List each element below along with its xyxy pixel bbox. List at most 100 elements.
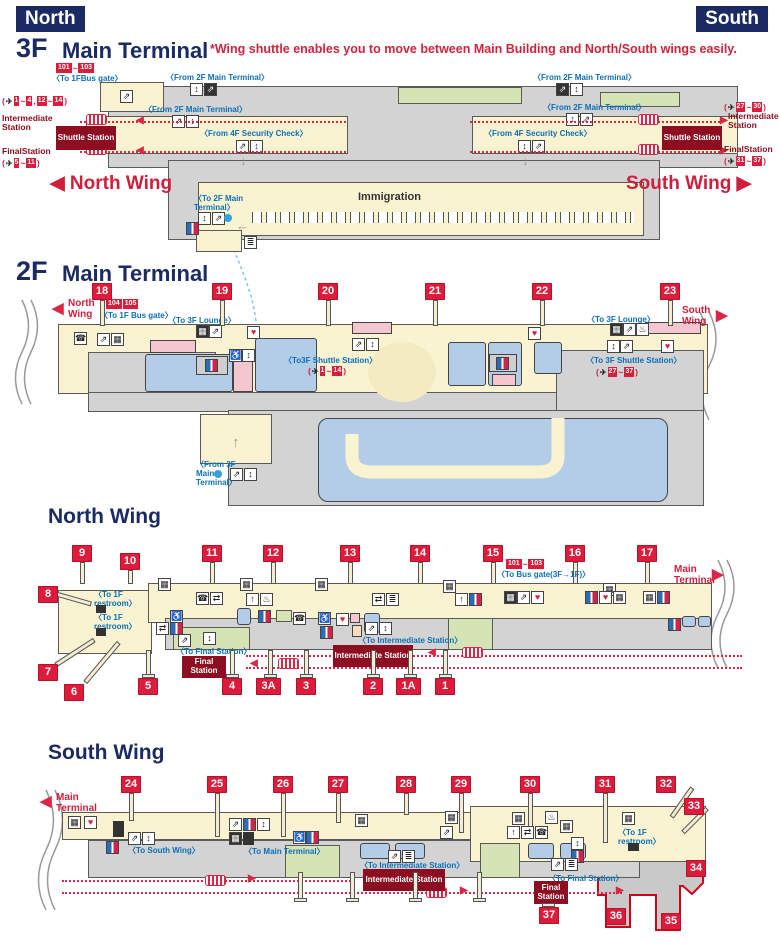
jet-bridge <box>477 872 482 900</box>
tilde: ~ <box>47 96 53 106</box>
gate-badge: 37 <box>752 156 763 166</box>
intermediate-station-label: Intermediate Station <box>728 111 779 131</box>
paren: ( <box>596 367 599 377</box>
left-arrow-icon: ◀ <box>52 300 64 317</box>
south-wing-section-title: South Wing <box>48 741 165 764</box>
tilde: ~ <box>618 367 624 377</box>
gate-badge: 11 <box>26 158 36 168</box>
shuttle-train-icon <box>638 144 659 155</box>
jet-bridge <box>215 793 220 837</box>
atm-icon: ♥ <box>247 326 260 339</box>
gate-badge-13: 13 <box>340 545 360 562</box>
floor-3f-title: Main Terminal <box>62 38 209 63</box>
escalator-icon: ⇗ <box>365 622 378 635</box>
gate-badge-12: 12 <box>263 545 283 562</box>
north-wing-section-title: North Wing <box>48 505 161 528</box>
jet-bridge <box>408 650 413 676</box>
escalator-icon: ⇗ <box>388 850 401 863</box>
flight-info-icon: ▦ <box>68 816 81 829</box>
tilde: ~ <box>72 63 78 73</box>
from-4f-security-label: 〈From 4F Security Check〉 <box>484 129 592 138</box>
intermediate-station-label: Intermediate Station <box>2 113 53 133</box>
right-arrow-icon: ▶ <box>460 885 468 896</box>
gate-badge-33: 33 <box>684 798 704 815</box>
bus-gate-badge: 105 <box>122 299 139 309</box>
jet-bridge <box>350 872 355 900</box>
left-arrow-icon: ◀ <box>250 658 258 669</box>
shuttle-train-icon <box>205 875 226 886</box>
elevator-icon: ↕ <box>607 340 620 353</box>
gate-badge-24: 24 <box>121 776 141 793</box>
gate-range-5-11: (✈5~11) <box>2 158 40 168</box>
left-arrow-icon: ◀ <box>50 173 65 194</box>
right-arrow-icon: ▶ <box>712 566 724 583</box>
phone-icon: ☎ <box>196 592 209 605</box>
shuttle-track <box>80 121 346 123</box>
shuttle-track <box>62 892 622 894</box>
flight-info-icon: ▦ <box>229 832 242 845</box>
shop-block <box>237 608 251 625</box>
north-wing-small-label: North Wing <box>68 298 95 320</box>
gate-door-icon <box>243 832 254 845</box>
to-3f-shuttle-label: 〈To3F Shuttle Station〉 <box>284 356 378 365</box>
escalator-icon: ⇗ <box>440 826 453 839</box>
elevator-icon: ↕ <box>203 632 216 645</box>
jet-bridge-foot <box>409 898 422 902</box>
flight-info-icon: ▦ <box>315 578 328 591</box>
shuttle-track <box>246 655 742 657</box>
map-break-wave <box>719 559 735 669</box>
escalator-icon: ⇗ <box>120 90 133 103</box>
atm-icon: ♥ <box>531 591 544 604</box>
gate-badge: 14 <box>332 366 343 376</box>
smoking-icon: ♨ <box>260 593 273 606</box>
flight-info-icon: ▦ <box>610 323 623 336</box>
south-wing-direction: South Wing ▶ <box>626 172 751 195</box>
bus-gate-range-101-103: 101~103 <box>56 63 95 73</box>
shop-block <box>255 338 317 392</box>
atm-icon: ♥ <box>661 340 674 353</box>
gate-badge-28: 28 <box>396 776 416 793</box>
restroom-icon <box>205 359 218 372</box>
gate-badge-7: 7 <box>38 664 58 681</box>
elevator-icon: ↕ <box>142 832 155 845</box>
wheelchair-icon: ♿ <box>293 831 306 844</box>
jet-bridge-foot <box>300 674 313 678</box>
bus-gate-range-101-103: 101~103 <box>506 559 545 569</box>
immigration-booths <box>252 212 634 223</box>
map-break-wave <box>23 299 39 405</box>
shuttle-train-icon <box>638 114 659 125</box>
gate-badge: 14 <box>53 96 64 106</box>
left-arrow-icon: ◀ <box>40 793 52 810</box>
gate-badge-6: 6 <box>64 684 84 701</box>
restroom-icon <box>496 357 509 370</box>
to-3f-shuttle-label: 〈To 3F Shuttle Station〉 <box>586 356 682 365</box>
floor-2f-label: 2F <box>16 256 48 286</box>
map-break-wave <box>37 789 55 911</box>
plane-icon: ✈ <box>5 158 13 168</box>
flight-info-icon: ▦ <box>613 591 626 604</box>
atm-icon: ♥ <box>336 613 349 626</box>
restroom-icon <box>258 610 271 623</box>
gate-door-icon <box>113 821 124 837</box>
jet-bridge <box>129 793 134 821</box>
gate-badge: 1 <box>319 366 326 376</box>
restroom-entrance-icon <box>96 605 106 613</box>
elevator-icon: ↕ <box>198 212 211 225</box>
jet-bridge <box>603 793 608 843</box>
atm-icon: ♥ <box>528 327 541 340</box>
flight-info-icon: ▦ <box>445 811 458 824</box>
phone-icon: ☎ <box>293 612 306 625</box>
smoking-icon: ♨ <box>636 323 649 336</box>
intermediate-station-box: Intermediate Station <box>363 869 445 891</box>
gate-badge-36: 36 <box>606 908 626 925</box>
from-2f-label: 〈From 2F Main Terminal〉 <box>533 73 636 82</box>
right-arrow-icon: ▶ <box>720 145 728 156</box>
stairs-icon: ≣ <box>565 858 578 871</box>
jet-bridge <box>491 562 496 584</box>
gate-badge-26: 26 <box>273 776 293 793</box>
paren: ( <box>724 156 727 166</box>
left-arrow-icon: ◀ <box>136 145 144 156</box>
flight-info-icon: ▦ <box>158 578 171 591</box>
gate-badge: 4 <box>26 96 33 106</box>
main-terminal-direction: Main Terminal <box>56 792 97 814</box>
